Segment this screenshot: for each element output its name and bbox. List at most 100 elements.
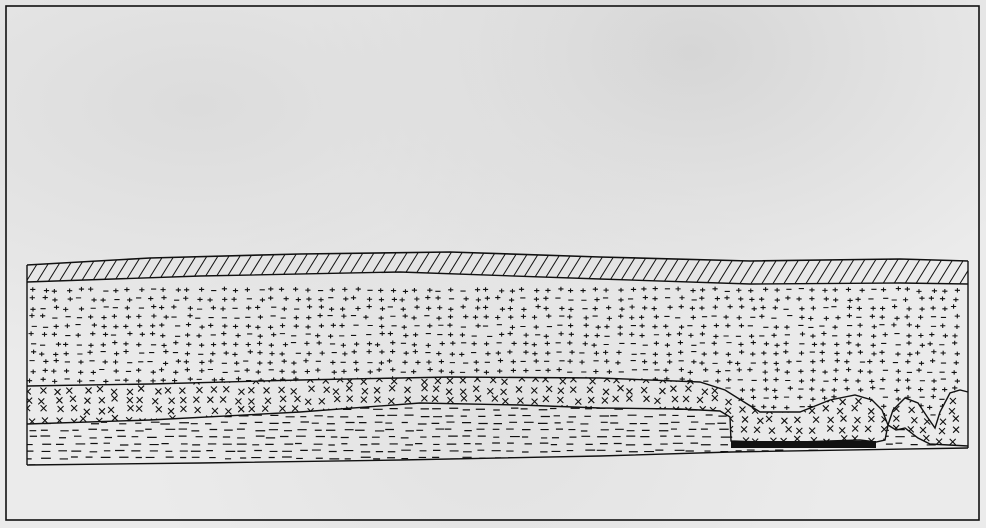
x-mark [519,375,525,381]
x-mark [742,416,748,422]
plus-mark [747,367,752,371]
x-mark [235,398,241,404]
plus-mark [748,288,753,292]
x-mark [374,387,380,393]
plus-mark [30,287,35,291]
plus-mark [920,343,925,347]
plus-mark [42,332,47,336]
plus-mark [833,288,838,292]
plus-mark [507,350,512,354]
plus-mark [508,331,513,335]
plus-mark [280,323,285,327]
x-mark [361,379,367,385]
x-mark [838,388,844,394]
hatch-stroke [340,248,366,290]
hatch-stroke [560,248,586,290]
plus-mark [726,378,731,382]
x-mark [588,397,594,403]
plus-mark [186,342,191,346]
x-mark [780,399,786,405]
x-mark [781,418,787,424]
plus-mark [903,298,908,302]
hatch-stroke [230,248,256,290]
x-mark [291,419,297,425]
plus-mark [931,379,936,383]
x-mark [572,425,578,431]
plus-mark [319,404,324,408]
x-mark [347,396,353,402]
plus-mark [375,343,380,347]
x-mark [28,427,34,433]
plus-mark [63,414,68,418]
plus-mark [772,414,777,418]
x-mark [953,427,959,433]
plus-mark [184,360,189,364]
plus-mark [472,341,477,345]
plus-mark [199,287,204,291]
plus-mark [211,306,216,310]
plus-mark [532,315,537,319]
plus-mark [667,360,672,364]
hatch-stroke [439,248,465,290]
plus-mark [544,334,549,338]
boundary-line [27,272,968,284]
x-mark [893,416,899,422]
x-mark [659,388,665,394]
plus-mark [512,341,517,345]
x-mark [811,398,817,404]
x-mark [84,409,90,415]
plus-mark [329,396,334,400]
x-mark [630,437,636,443]
x-mark [502,417,508,423]
plus-mark [703,368,708,372]
hatch-stroke [626,248,652,290]
plus-mark [846,367,851,371]
plus-mark [896,397,901,401]
plus-mark [164,315,169,319]
plus-mark [858,323,863,327]
plus-mark [739,350,744,354]
plus-mark [833,368,838,372]
plus-mark [39,352,44,356]
plus-mark [881,404,886,408]
plus-mark [65,395,70,399]
plus-mark [749,297,754,301]
x-mark [193,397,199,403]
x-mark [587,387,593,393]
plus-mark [351,296,356,300]
x-mark [155,426,161,432]
plus-mark [378,288,383,292]
plus-mark [317,313,322,317]
x-mark [249,406,255,412]
x-mark [96,376,102,382]
plus-mark [915,351,920,355]
plus-mark [918,333,923,337]
plus-mark [764,387,769,391]
x-mark [462,419,468,425]
plus-mark [536,304,541,308]
plus-mark [339,323,344,327]
x-mark [86,387,92,393]
x-mark [786,426,792,432]
plus-mark [872,325,877,329]
plus-mark [654,341,659,345]
x-mark [766,416,772,422]
plus-mark [699,361,704,365]
plus-mark [91,370,96,374]
plus-mark [65,324,70,328]
plus-mark [691,396,696,400]
plus-mark [163,361,168,365]
plus-mark [508,397,513,401]
hatch-stroke [131,248,157,290]
x-mark [308,426,314,432]
plus-mark [653,286,658,290]
plus-mark [317,341,322,345]
plus-mark [820,342,825,346]
x-mark [949,378,955,384]
x-mark [487,388,493,394]
plus-mark [173,370,178,374]
plus-mark [667,412,672,416]
plus-mark [771,405,776,409]
hatch-stroke [472,248,498,290]
plus-mark [113,288,118,292]
